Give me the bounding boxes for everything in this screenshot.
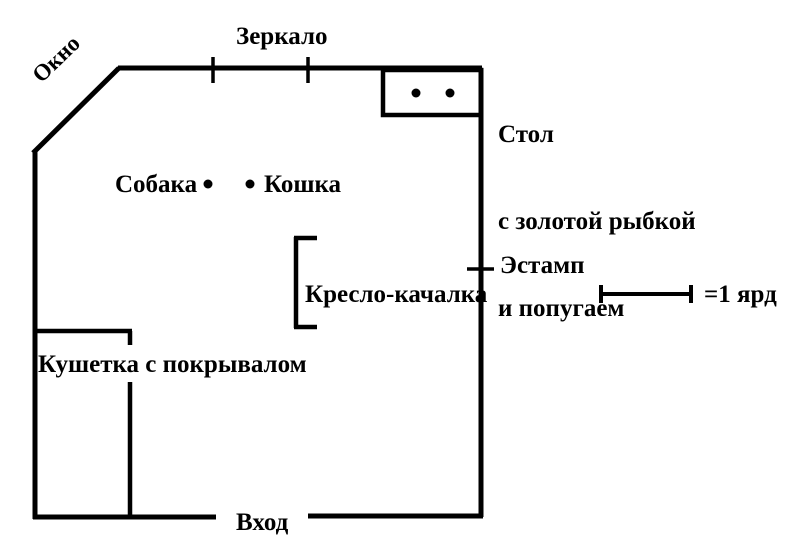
parrot-dot <box>445 88 455 98</box>
label-table: Стол с золотой рыбкой и попугаем <box>498 62 696 381</box>
table-rectangle <box>380 67 484 118</box>
label-table-line-3: и попугаем <box>498 295 625 322</box>
wall-window-diagonal <box>31 66 121 155</box>
label-scale: =1 ярд <box>704 281 777 308</box>
label-mirror: Зеркало <box>236 23 328 50</box>
label-dog: Собака <box>115 171 198 198</box>
label-table-line-2: с золотой рыбкой <box>498 208 696 235</box>
cat-dot <box>245 179 255 189</box>
label-entrance: Вход <box>236 509 289 536</box>
dog-dot <box>203 179 213 189</box>
label-print: Эстамп <box>500 252 585 279</box>
couch-shape <box>33 328 133 517</box>
label-rocking-chair: Кресло-качалка <box>305 281 488 308</box>
table-shape <box>380 67 484 118</box>
scale-bar <box>599 285 693 303</box>
label-cat: Кошка <box>264 171 342 198</box>
goldfish-dot <box>411 88 421 98</box>
label-table-line-1: Стол <box>498 121 554 148</box>
rocking-chair-shape <box>293 235 317 330</box>
label-couch: Кушетка с покрывалом <box>38 351 307 378</box>
